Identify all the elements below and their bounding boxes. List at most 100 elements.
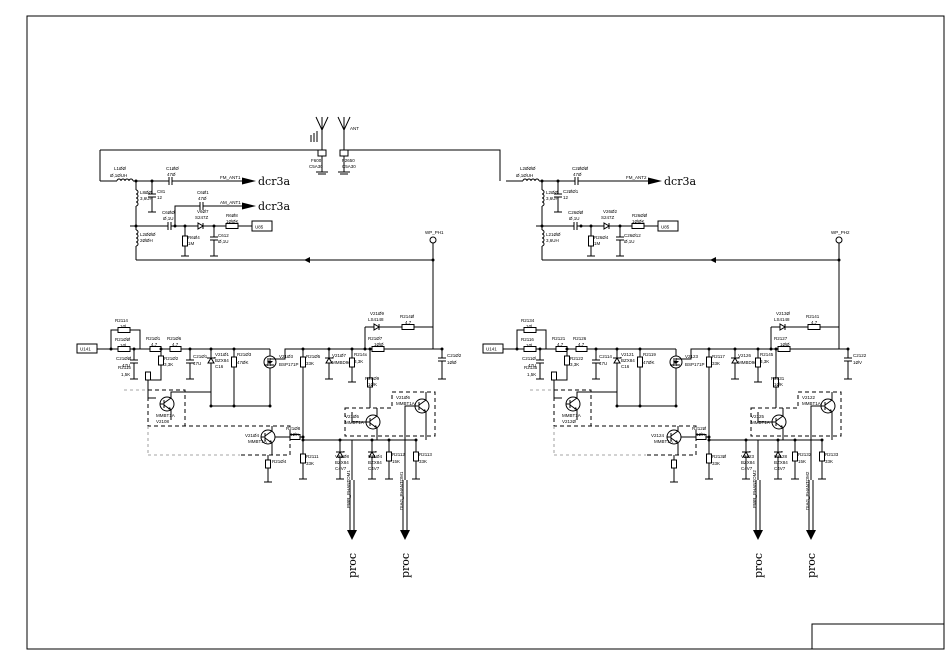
component-label: C2ØØØ bbox=[572, 166, 589, 171]
component-label: MMBT1A bbox=[248, 439, 267, 444]
proc-bus-line bbox=[755, 480, 761, 530]
resistor-r2 bbox=[588, 235, 594, 247]
wire bbox=[110, 329, 118, 349]
wire bbox=[174, 205, 200, 226]
ground-icon bbox=[554, 208, 562, 213]
resistor-r1 bbox=[631, 223, 645, 229]
inductor-l3 bbox=[135, 229, 139, 247]
signal-arrow-icon bbox=[710, 257, 716, 263]
wire bbox=[147, 380, 156, 399]
component-label: BZX84 bbox=[335, 460, 349, 465]
resistor-r2111 bbox=[300, 453, 306, 464]
resistor-r2140 bbox=[401, 324, 415, 330]
connector-u85 bbox=[657, 220, 679, 232]
component-label: 4,7 bbox=[578, 342, 585, 347]
diode-v2109 bbox=[373, 323, 380, 331]
wire bbox=[516, 329, 524, 349]
connector-label: U141 bbox=[486, 347, 497, 352]
component-label: R21Ø3 bbox=[237, 352, 252, 357]
component-label: R21Ø7 bbox=[368, 336, 383, 341]
resistor-r2113 bbox=[819, 451, 825, 462]
component-label: MMBT1A bbox=[802, 401, 821, 406]
antenna-am-label: ANT bbox=[350, 126, 359, 131]
component-label: C21Ø1 bbox=[193, 354, 208, 359]
component-label: 1ØØ bbox=[780, 342, 790, 347]
component-label: R2133 bbox=[825, 452, 839, 457]
resistor-r2113 bbox=[413, 451, 419, 462]
resistor-r2101 bbox=[555, 346, 568, 352]
transistor-emitter-arrow bbox=[780, 425, 783, 428]
component-label: 1ØØK bbox=[226, 219, 239, 224]
component-label: C2ØØ1 bbox=[563, 189, 579, 194]
component-label: 4,7 bbox=[811, 320, 818, 325]
component-label: 47U bbox=[193, 361, 201, 366]
component-label: R2115 bbox=[118, 365, 131, 370]
ground-icon bbox=[587, 252, 595, 257]
ground-icon bbox=[844, 375, 852, 380]
component-label: V26Ø2 bbox=[603, 209, 618, 214]
component-label: V213Ø bbox=[776, 311, 791, 316]
component-label: 47Ø bbox=[167, 172, 176, 177]
inductor-l2 bbox=[541, 189, 545, 207]
component-label: C26Ø12 bbox=[624, 233, 641, 238]
capacitor-c1 bbox=[168, 177, 173, 185]
proc-arrow-icon bbox=[806, 530, 816, 540]
component-label: V21Ø1 bbox=[215, 352, 230, 357]
protection-f600: F600 C5A30 bbox=[309, 149, 328, 175]
component-label: R21Ø1 bbox=[146, 336, 161, 341]
component-label: R2121 bbox=[552, 336, 566, 341]
component-label: V2122 bbox=[802, 395, 816, 400]
net-label-diag-phantom: DIAG_PHANTOM1 bbox=[399, 471, 404, 510]
component-label: V2121 bbox=[621, 352, 635, 357]
zener-v2101 bbox=[207, 357, 216, 364]
component-label: MMBT1A bbox=[156, 413, 175, 418]
ground-icon bbox=[264, 478, 272, 483]
wire bbox=[680, 348, 771, 360]
component-label: R2127 bbox=[774, 336, 788, 341]
ground-icon bbox=[299, 475, 307, 480]
component-label: L2ØØØ bbox=[140, 232, 156, 237]
ground-icon bbox=[368, 475, 376, 480]
component-label: 47U bbox=[122, 363, 130, 368]
component-label: R2145 bbox=[760, 352, 774, 357]
connector-u85 bbox=[251, 220, 273, 232]
component-label: C26ØØ bbox=[568, 210, 584, 215]
component-label: R21Ø4 bbox=[272, 459, 287, 464]
component-label: 1ØK bbox=[368, 382, 377, 387]
component-label: R2141 bbox=[806, 314, 820, 319]
inductor-l1 bbox=[522, 178, 540, 182]
resistor-r1 bbox=[225, 223, 239, 229]
component-label: MMBD9Ø bbox=[738, 360, 758, 365]
component-label: R2119 bbox=[643, 352, 656, 357]
ground-icon bbox=[210, 252, 218, 257]
component-label: R2135 bbox=[524, 365, 538, 370]
testpoint-icon bbox=[835, 236, 843, 244]
proc-label: proc bbox=[752, 553, 765, 578]
antenna-area: ANT F600 C5A30 F2650 C5A30 bbox=[99, 116, 501, 181]
component-label: 1ØV bbox=[853, 360, 862, 365]
component-label: Ø,1ØUH bbox=[516, 173, 533, 178]
component-label: V2128 bbox=[774, 454, 788, 459]
component-label: 1ØØK bbox=[632, 219, 645, 224]
ground-icon bbox=[385, 475, 393, 480]
component-label: R2113 bbox=[419, 452, 432, 457]
component-label: C211Ø bbox=[522, 356, 536, 361]
component-label: R2131 bbox=[771, 376, 785, 381]
component-label: R2117 bbox=[712, 354, 725, 359]
antenna-fm-icon bbox=[310, 116, 329, 150]
component-label: MMBT1A bbox=[396, 401, 415, 406]
component-label: 47Ø bbox=[198, 196, 207, 201]
proc-bus-line bbox=[808, 480, 814, 530]
component-label: C1ØØ bbox=[166, 166, 179, 171]
component-label: R6Ø4 bbox=[188, 235, 200, 240]
dashed-box-q1 bbox=[554, 389, 697, 456]
dashed-box-q1-gray bbox=[530, 389, 646, 456]
proc-arrow-icon bbox=[347, 530, 357, 540]
wire bbox=[148, 365, 162, 381]
transistor-emitter-arrow bbox=[374, 425, 377, 428]
component-label: V2123 bbox=[685, 354, 699, 359]
wire bbox=[274, 348, 365, 360]
component-label: C16 bbox=[621, 364, 630, 369]
capacitor-c4 bbox=[167, 222, 172, 230]
dashed-box-q1 bbox=[148, 389, 291, 456]
